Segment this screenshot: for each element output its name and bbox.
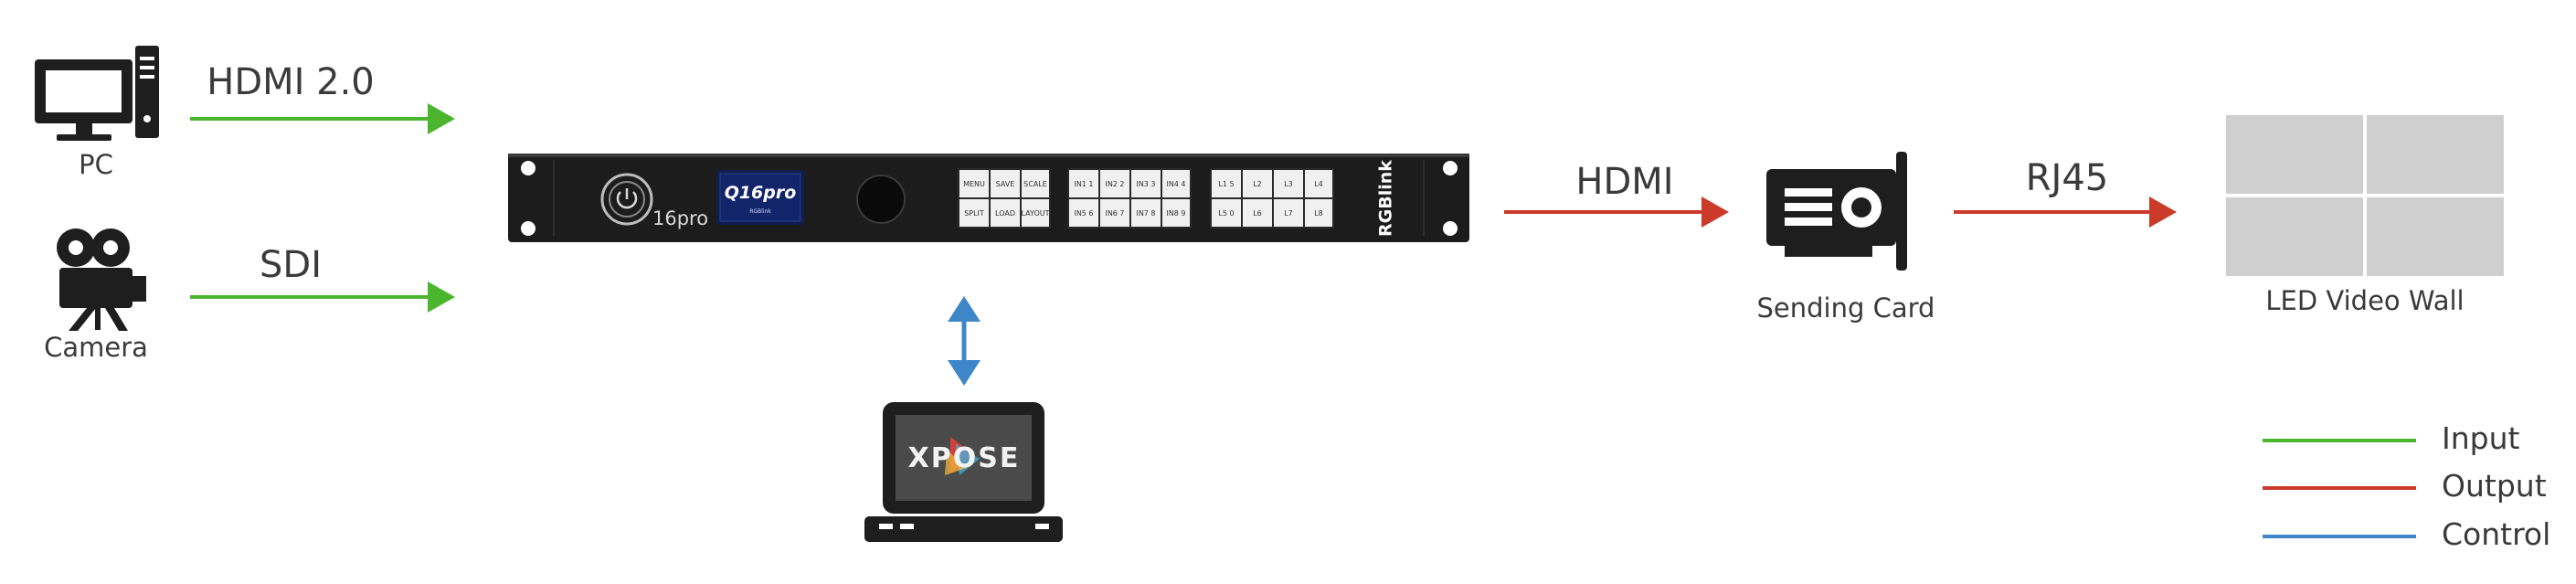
pc-input-arrowhead xyxy=(428,103,455,134)
rack-hole xyxy=(521,161,535,175)
input-button-2[interactable] xyxy=(1100,170,1129,197)
processor-brand-logo: RGBlink xyxy=(1376,160,1396,237)
led-panel xyxy=(2367,115,2504,194)
input-button-7-label: IN7 8 xyxy=(1136,209,1155,218)
selection-knob[interactable] xyxy=(856,175,906,224)
input-button-2-label: IN2 2 xyxy=(1105,180,1124,188)
input-button-group: IN1 1 IN2 2 IN3 3 IN4 4 IN5 6 IN6 7 IN7 … xyxy=(1067,168,1192,228)
sending-card-icon xyxy=(1766,152,1907,271)
layout-button[interactable] xyxy=(1022,199,1049,227)
led-video-wall-label: LED Video Wall xyxy=(2265,285,2464,316)
processor-display-model: Q16pro xyxy=(725,183,797,203)
layer-button-4-label: L4 xyxy=(1314,180,1323,188)
layout-button-label: LAYOUT xyxy=(1022,209,1050,218)
input-button-1[interactable] xyxy=(1069,170,1098,197)
legend-input-label: Input xyxy=(2442,420,2520,456)
processor-display-brand: RGBlink xyxy=(749,208,771,215)
power-icon xyxy=(600,173,653,226)
layer-button-2-label: L2 xyxy=(1253,180,1262,188)
control-arrowhead-up xyxy=(948,296,981,322)
xpose-software-logo: XPOSE xyxy=(908,442,1021,474)
scale-button-label: SCALE xyxy=(1023,180,1047,188)
layer-button-group: L1 5 L2 L3 L4 L5 0 L6 L7 L8 xyxy=(1210,168,1334,228)
layer-button-3[interactable] xyxy=(1274,170,1303,197)
layer-button-6[interactable] xyxy=(1243,199,1272,227)
layer-button-7-label: L7 xyxy=(1284,209,1293,218)
legend: Input Output Control xyxy=(2263,420,2550,552)
save-button-label: SAVE xyxy=(996,180,1015,188)
led-panel xyxy=(2367,197,2504,276)
input-button-3[interactable] xyxy=(1131,170,1161,197)
input-button-4[interactable] xyxy=(1162,170,1190,197)
save-button[interactable] xyxy=(991,170,1020,197)
scale-button[interactable] xyxy=(1022,170,1049,197)
input-button-8-label: IN8 9 xyxy=(1166,209,1185,218)
input-button-1-label: IN1 1 xyxy=(1074,180,1093,188)
input-button-5-label: IN5 6 xyxy=(1074,209,1093,218)
split-button[interactable] xyxy=(959,199,989,227)
rack-hole xyxy=(1443,161,1458,175)
control-arrowhead-down xyxy=(948,360,981,386)
led-video-wall xyxy=(2226,115,2504,276)
input-button-4-label: IN4 4 xyxy=(1166,180,1185,188)
input-button-5[interactable] xyxy=(1069,199,1098,227)
input-button-3-label: IN3 3 xyxy=(1136,180,1155,188)
input-button-8[interactable] xyxy=(1162,199,1190,227)
rack-hole xyxy=(1443,221,1458,236)
menu-button-label: MENU xyxy=(963,180,985,188)
layer-button-5[interactable] xyxy=(1212,199,1241,227)
menu-button[interactable] xyxy=(959,170,989,197)
camera-connection-label: SDI xyxy=(260,244,322,286)
processor-model-label: 16pro xyxy=(652,207,708,229)
led-panel xyxy=(2226,197,2363,276)
input-button-6-label: IN6 7 xyxy=(1105,209,1124,218)
camera-label: Camera xyxy=(44,332,148,363)
rj45-connection-label: RJ45 xyxy=(2026,157,2109,199)
layer-button-7[interactable] xyxy=(1274,199,1303,227)
layer-button-1-label: L1 5 xyxy=(1218,180,1234,188)
input-button-6[interactable] xyxy=(1100,199,1129,227)
load-button-label: LOAD xyxy=(995,209,1015,218)
layer-button-8-label: L8 xyxy=(1314,209,1323,218)
layer-button-2[interactable] xyxy=(1243,170,1272,197)
layer-button-3-label: L3 xyxy=(1284,180,1293,188)
layer-button-1[interactable] xyxy=(1212,170,1241,197)
hdmi-output-label: HDMI xyxy=(1575,161,1673,203)
laptop-icon xyxy=(864,402,1063,542)
input-button-7[interactable] xyxy=(1131,199,1161,227)
legend-output-label: Output xyxy=(2442,468,2547,504)
legend-control-label: Control xyxy=(2442,516,2550,552)
camera-input-arrowhead xyxy=(428,281,455,313)
hdmi-output-arrowhead xyxy=(1701,196,1729,228)
rack-hole xyxy=(521,221,535,236)
function-button-group: MENU SAVE SCALE SPLIT LOAD LAYOUT xyxy=(958,168,1051,228)
led-panel xyxy=(2226,115,2363,194)
video-processor: 16pro Q16pro RGBlink MENU SAVE SCALE SPL… xyxy=(508,154,1469,242)
layer-button-4[interactable] xyxy=(1305,170,1332,197)
layer-button-8[interactable] xyxy=(1305,199,1332,227)
pc-label: PC xyxy=(79,149,113,180)
split-button-label: SPLIT xyxy=(964,209,984,218)
pc-icon xyxy=(35,46,159,141)
layer-button-6-label: L6 xyxy=(1253,209,1262,218)
camera-icon xyxy=(57,228,146,331)
sending-card-label: Sending Card xyxy=(1757,292,1935,324)
rj45-output-arrowhead xyxy=(2149,196,2177,228)
pc-connection-label: HDMI 2.0 xyxy=(207,61,375,103)
load-button[interactable] xyxy=(991,199,1020,227)
layer-button-5-label: L5 0 xyxy=(1218,209,1234,218)
